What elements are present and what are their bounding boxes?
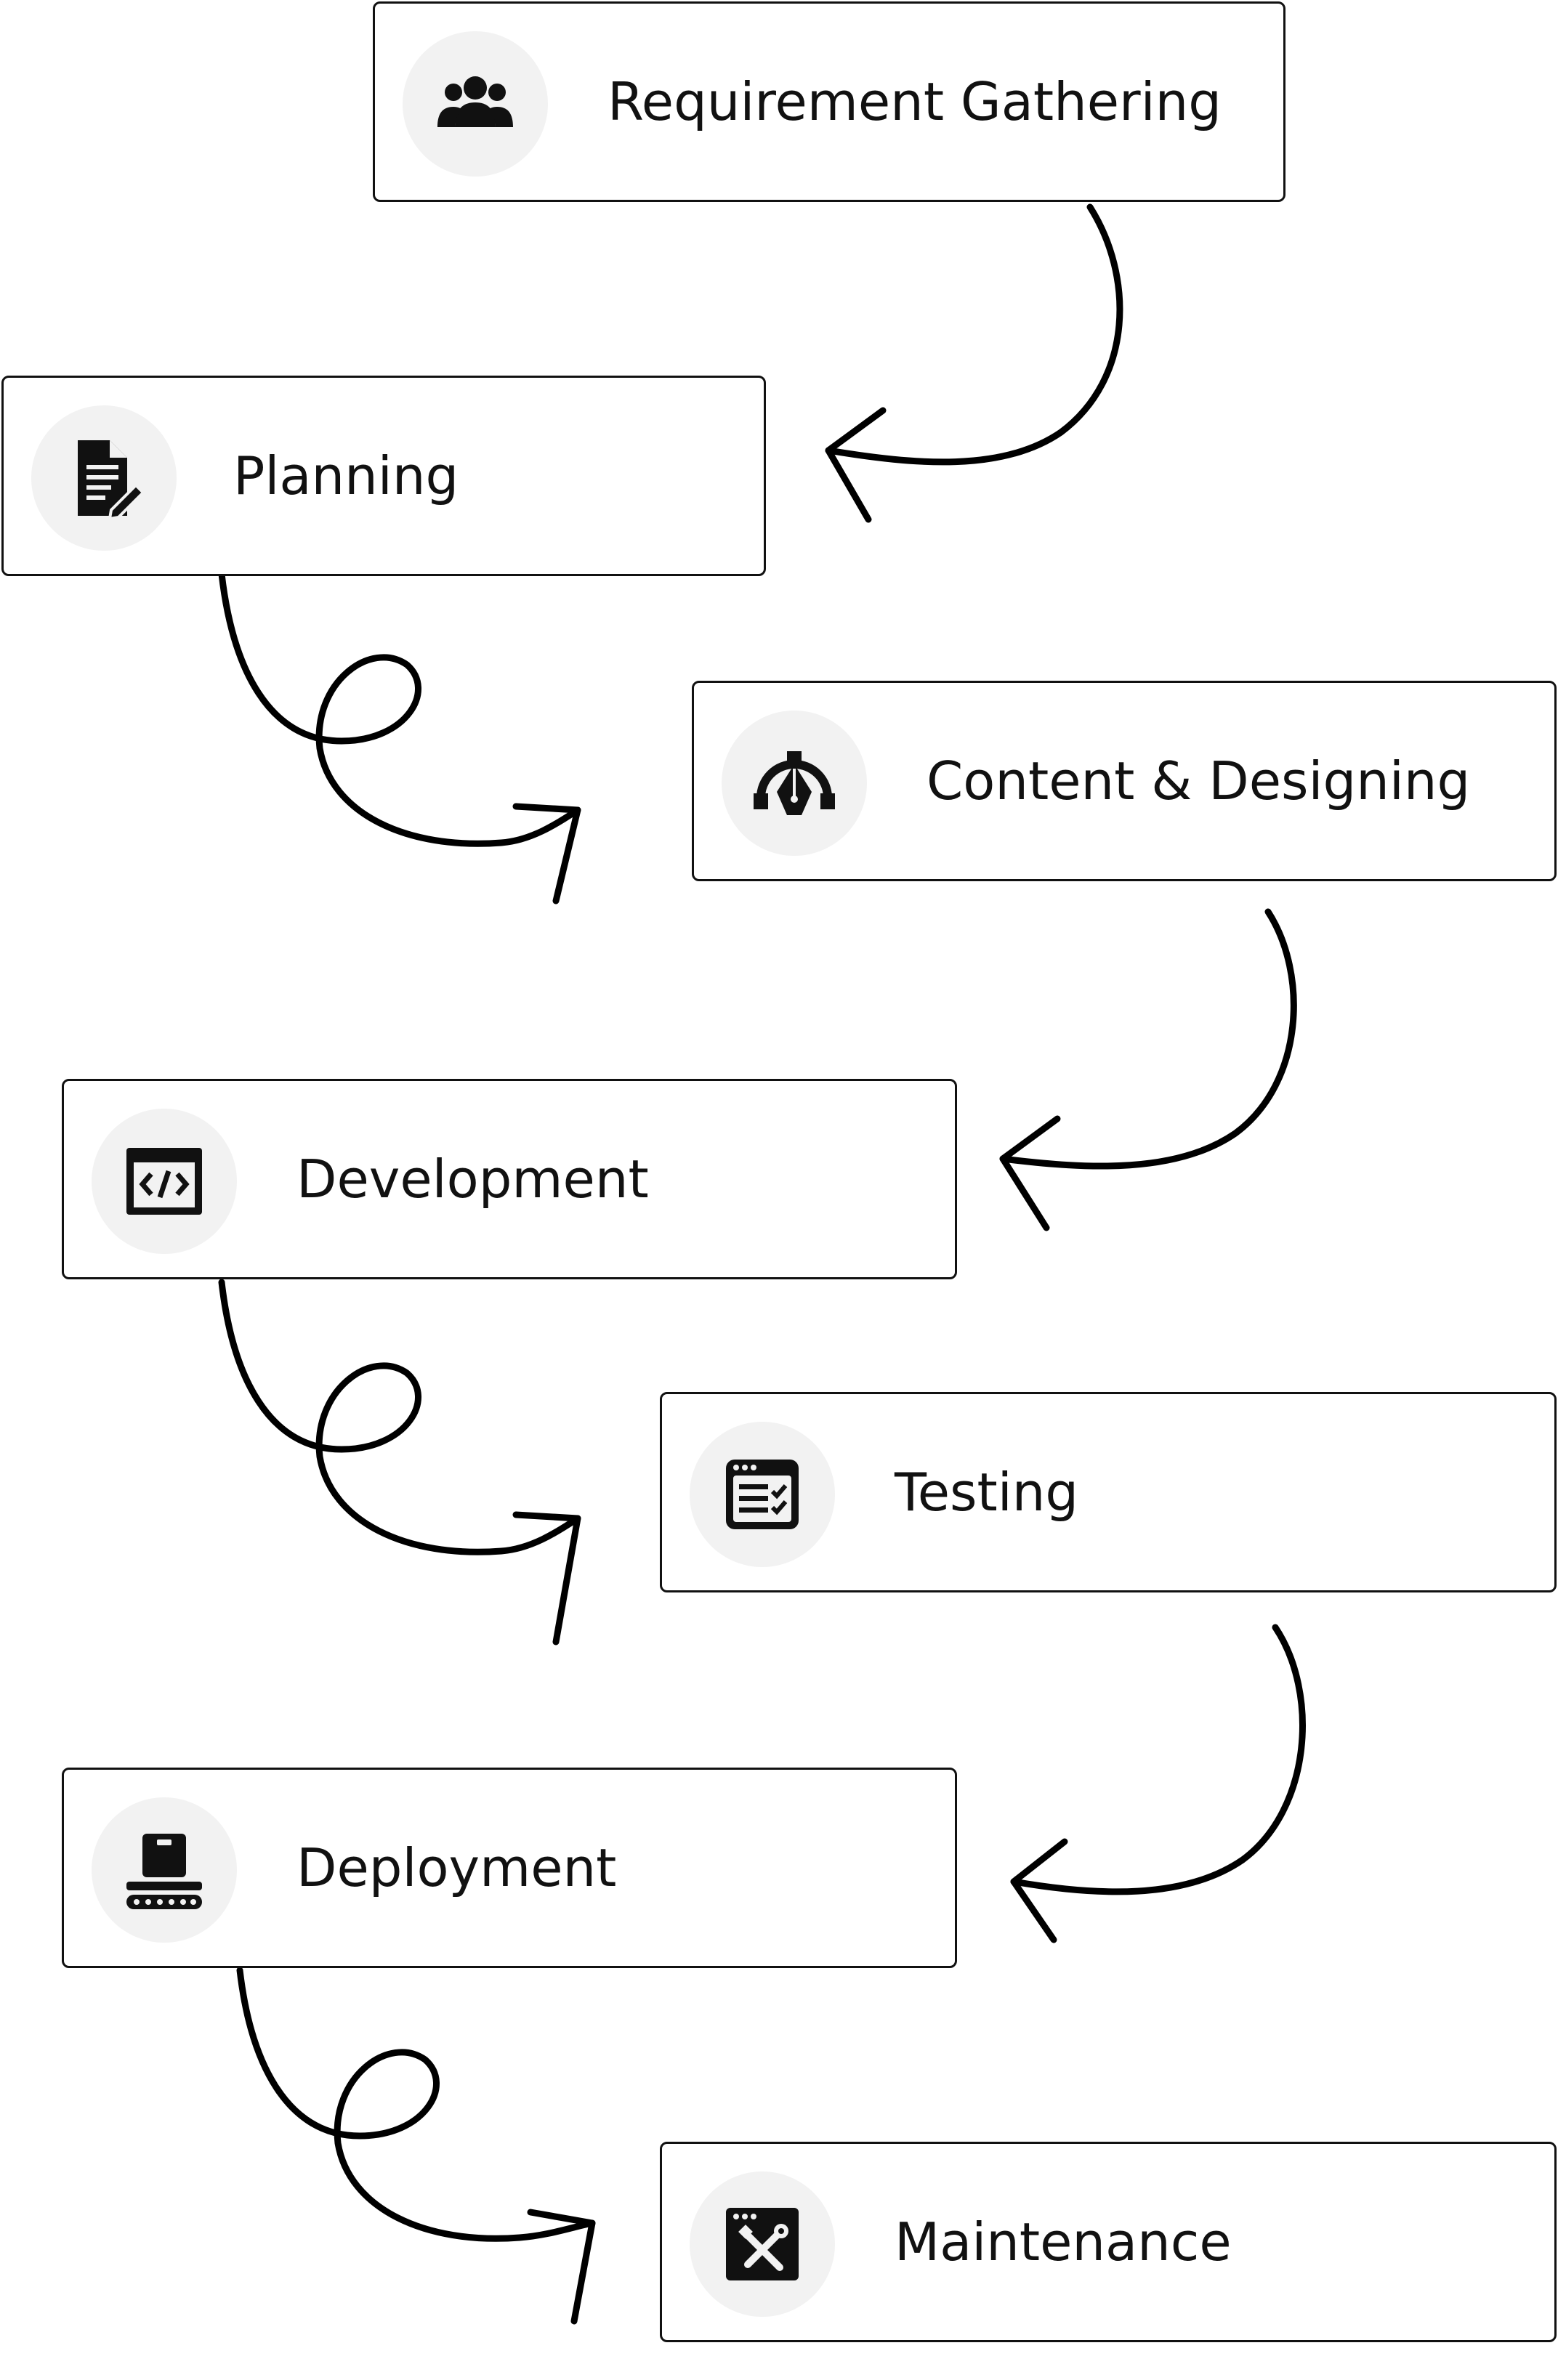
arrow-3-curve xyxy=(999,908,1297,1231)
step-requirement-gathering: Requirement Gathering xyxy=(373,1,1285,202)
step-label: Testing xyxy=(895,1462,1079,1523)
step-label: Maintenance xyxy=(895,2211,1232,2272)
arrow-4-loop xyxy=(218,1279,581,1646)
arrow-1-curve xyxy=(825,203,1123,523)
step-label: Requirement Gathering xyxy=(608,71,1222,132)
step-label: Deployment xyxy=(296,1837,617,1898)
step-label: Planning xyxy=(233,445,459,506)
checklist-window-icon xyxy=(726,1460,799,1529)
step-testing: Testing xyxy=(660,1392,1557,1592)
step-planning: Planning xyxy=(1,376,766,576)
code-window-icon xyxy=(126,1148,202,1215)
icon-circle xyxy=(31,405,177,551)
icon-circle xyxy=(690,1422,835,1567)
arrow-6-loop xyxy=(236,1967,596,2325)
icon-circle xyxy=(403,31,548,177)
step-maintenance: Maintenance xyxy=(660,2142,1557,2342)
step-deployment: Deployment xyxy=(62,1768,957,1968)
arrow-5-curve xyxy=(1010,1624,1306,1943)
users-group-icon xyxy=(437,76,513,127)
icon-circle xyxy=(690,2171,835,2317)
step-content-designing: Content & Designing xyxy=(692,681,1557,881)
icon-circle xyxy=(92,1109,237,1254)
icon-circle xyxy=(92,1797,237,1943)
arrow-2-loop xyxy=(218,570,581,904)
step-development: Development xyxy=(62,1079,957,1279)
pen-tool-icon xyxy=(754,751,835,815)
tools-window-icon xyxy=(726,2208,799,2280)
document-edit-icon xyxy=(78,440,145,521)
step-label: Development xyxy=(296,1149,649,1210)
conveyor-package-icon xyxy=(126,1834,202,1909)
step-label: Content & Designing xyxy=(927,750,1471,811)
icon-circle xyxy=(722,711,867,856)
